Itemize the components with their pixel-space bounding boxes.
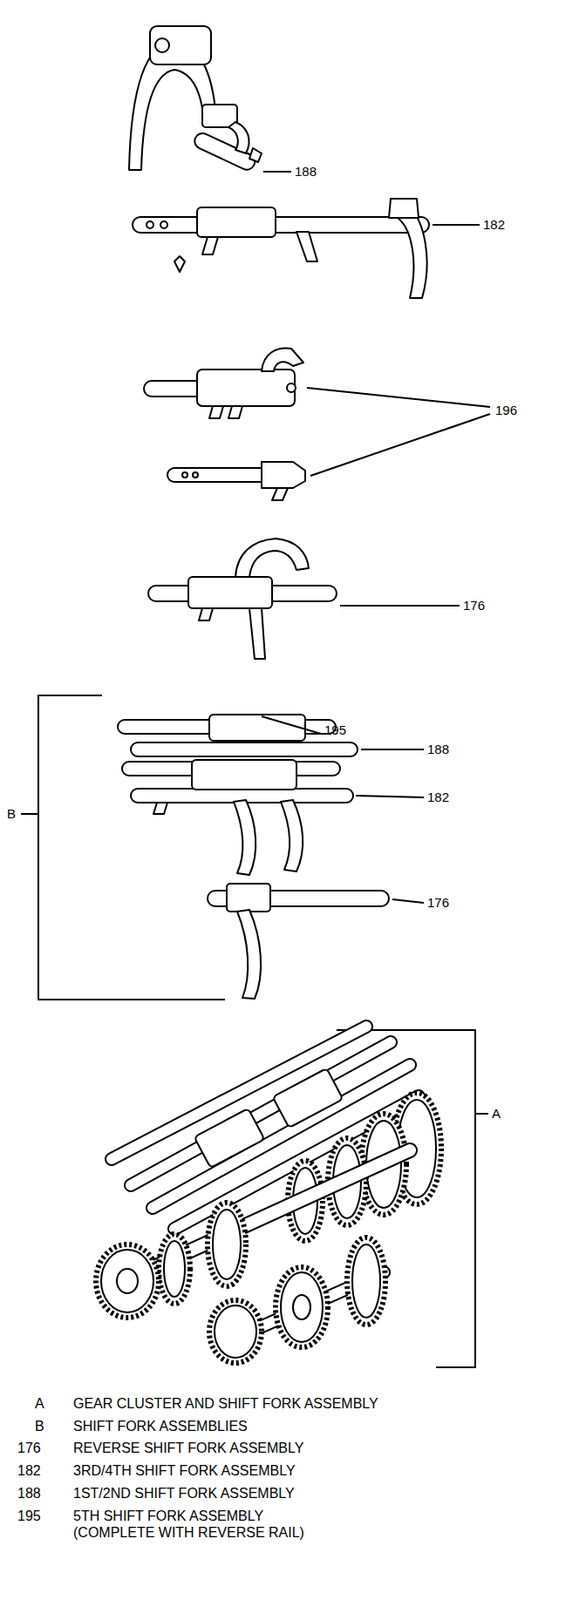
key-description: 1ST/2ND SHIFT FORK ASSEMBLY xyxy=(73,1485,295,1503)
key-description: 5TH SHIFT FORK ASSEMBLY (COMPLETE WITH R… xyxy=(73,1508,344,1542)
key-code: 176 xyxy=(17,1440,41,1458)
shift-fork-group xyxy=(20,695,424,1001)
shift-fork-176 xyxy=(148,538,460,660)
callout-number: 182 xyxy=(483,217,505,233)
key-code: B xyxy=(34,1418,45,1436)
callout-number: 195 xyxy=(324,722,347,739)
callout-number: 196 xyxy=(495,402,518,419)
key-description: 3RD/4TH SHIFT FORK ASSEMBLY xyxy=(73,1463,296,1480)
key-code: A xyxy=(34,1396,45,1413)
key-description: REVERSE SHIFT FORK ASSEMBLY xyxy=(73,1440,304,1458)
bracket-letter: A xyxy=(491,1106,501,1123)
bracket-letter: B xyxy=(6,806,16,823)
callout-number: 176 xyxy=(463,598,485,614)
callout-number: 176 xyxy=(427,895,450,912)
key-code: 182 xyxy=(17,1463,41,1480)
shift-fork-182 xyxy=(132,198,480,299)
gear-cluster xyxy=(95,1027,489,1369)
callout-number: 188 xyxy=(294,163,317,180)
shift-fork-196 xyxy=(143,348,491,501)
key-description: GEAR CLUSTER AND SHIFT FORK ASSEMBLY xyxy=(73,1396,379,1413)
key-description: SHIFT FORK ASSEMBLIES xyxy=(73,1418,248,1436)
callout-number: 182 xyxy=(427,790,450,806)
key-code: 195 xyxy=(17,1508,41,1526)
shift-fork-188 xyxy=(129,26,292,173)
key-code: 188 xyxy=(17,1485,41,1503)
callout-number: 188 xyxy=(427,742,450,758)
